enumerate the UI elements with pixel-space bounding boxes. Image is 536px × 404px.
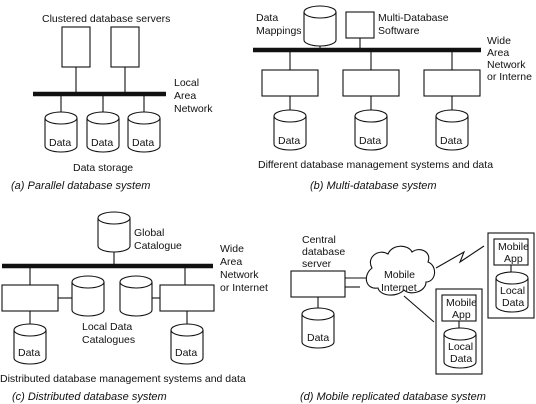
mobile-internet-label-line1: Mobile xyxy=(384,269,415,281)
global-catalogue-cylinder xyxy=(97,211,131,253)
data-label: Data xyxy=(307,332,329,344)
server-box xyxy=(61,26,91,68)
dbms-box xyxy=(423,69,481,97)
data-label: Data xyxy=(440,135,462,147)
server-label-line3: server xyxy=(302,258,332,270)
panel-c-distributed: Global Catalogue Wide Area Network or In… xyxy=(0,211,268,403)
network-label-line2: Area xyxy=(220,256,242,268)
data-storage-label: Data storage xyxy=(73,162,133,174)
catalogue-label-line1: Global xyxy=(134,227,164,239)
distributed-dbms-label: Distributed database management systems … xyxy=(0,373,246,385)
dbms-box xyxy=(342,69,400,97)
mobile-app-label-line2: App xyxy=(504,253,523,265)
local-catalogues-label-line2: Catalogues xyxy=(82,334,135,346)
software-label-line1: Multi-Database xyxy=(378,12,449,24)
software-box xyxy=(345,11,375,39)
network-label-line4: or Internet xyxy=(220,282,268,294)
data-label: Data xyxy=(49,137,71,149)
wireless-link-icon xyxy=(435,245,485,269)
sync-arrow xyxy=(403,295,435,323)
data-label: Data xyxy=(359,135,381,147)
local-data-label-line1: Local xyxy=(448,341,473,353)
network-label-line1: Local xyxy=(174,77,199,89)
caption-a: (a) Parallel database system xyxy=(11,180,150,192)
catalogue-label-line2: Catalogue xyxy=(134,240,182,252)
network-label-line2: Area xyxy=(487,47,509,59)
mobile-internet-cloud xyxy=(365,245,436,296)
different-dbms-label: Different database management systems an… xyxy=(258,159,493,171)
local-catalogue-cylinder xyxy=(119,275,153,317)
data-label: Data xyxy=(132,137,154,149)
local-catalogue-cylinder xyxy=(71,275,105,317)
panel-d-mobile: Central database server Mobile Internet … xyxy=(290,232,535,403)
network-label-line4: or Interne xyxy=(487,71,532,83)
dbms-box xyxy=(1,284,59,312)
server-box xyxy=(110,26,140,68)
local-data-label-line2: Data xyxy=(502,297,524,309)
local-data-label-line1: Local xyxy=(500,285,525,297)
software-label-line2: Software xyxy=(378,25,420,37)
mobile-app-label-line1: Mobile xyxy=(446,297,477,309)
dbms-box xyxy=(261,69,319,97)
network-label-line3: Network xyxy=(220,269,259,281)
data-label: Data xyxy=(175,347,197,359)
data-label: Data xyxy=(91,137,113,149)
caption-c: (c) Distributed database system xyxy=(12,391,167,403)
dbms-box xyxy=(159,284,215,312)
server-label-line2: database xyxy=(302,246,345,258)
clustered-servers-label: Clustered database servers xyxy=(42,13,170,25)
data-label: Data xyxy=(278,135,300,147)
network-label-line3: Network xyxy=(174,103,213,115)
server-label-line1: Central xyxy=(302,234,336,246)
mobile-app-label-line2: App xyxy=(452,309,471,321)
network-label-line1: Wide xyxy=(220,243,244,255)
panel-b-multidatabase: Data Mappings Multi-Database Software Wi… xyxy=(253,5,532,192)
panel-a-parallel: Clustered database servers Local Area Ne… xyxy=(11,13,213,192)
mobile-internet-label-line2: Internet xyxy=(381,282,417,294)
mobile-app-box xyxy=(493,238,529,266)
central-server-box xyxy=(290,270,346,298)
caption-d: (d) Mobile replicated database system xyxy=(300,391,486,403)
mappings-label-line1: Data xyxy=(256,12,278,24)
data-label: Data xyxy=(18,347,40,359)
local-data-label-line2: Data xyxy=(450,353,472,365)
mobile-app-label-line1: Mobile xyxy=(498,241,529,253)
network-label-line3: Network xyxy=(487,59,526,71)
mappings-label-line2: Mappings xyxy=(256,25,302,37)
network-label-line1: Wide xyxy=(487,35,511,47)
network-label-line2: Area xyxy=(174,90,196,102)
mappings-cylinder xyxy=(303,5,337,47)
local-catalogues-label-line1: Local Data xyxy=(82,321,132,333)
caption-b: (b) Multi-database system xyxy=(310,180,437,192)
